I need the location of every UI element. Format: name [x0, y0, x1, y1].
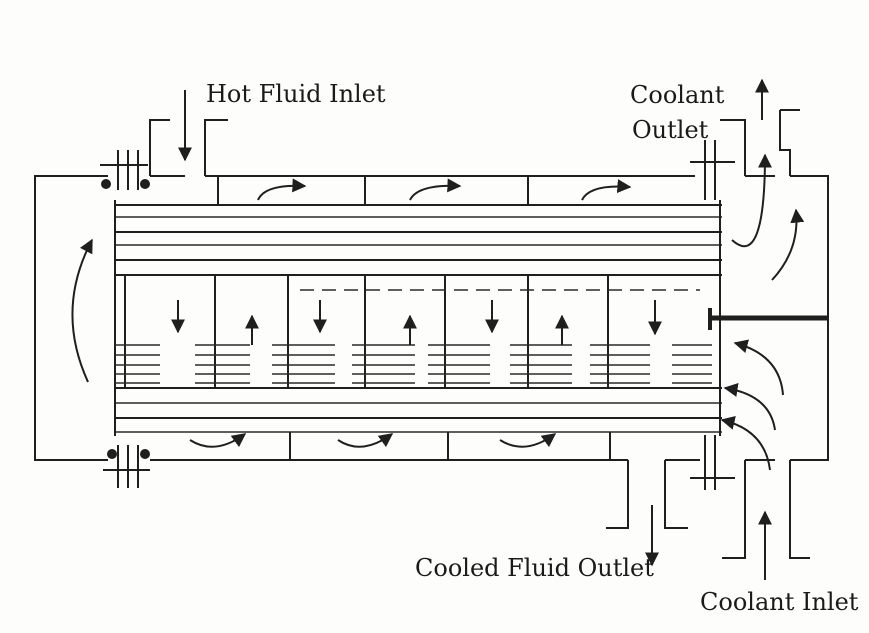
bottom-baffles — [289, 432, 611, 460]
hot-fluid-inlet-label: Hot Fluid Inlet — [206, 80, 386, 108]
right-inlet-arrow — [733, 339, 784, 396]
flow-arrows — [71, 78, 805, 580]
right-up-arrow — [731, 153, 772, 247]
left-return-arrow — [71, 238, 93, 383]
tube-sheets — [114, 200, 721, 436]
top-flow-arrow — [257, 178, 307, 201]
coolant-inlet-label: Coolant Inlet — [700, 588, 859, 616]
middle-tube-stubs — [115, 344, 712, 384]
middle-baffles — [124, 275, 700, 388]
cooled-fluid-outlet-nozzle — [606, 460, 688, 529]
lower-tube-bank — [115, 387, 722, 433]
coolant-outlet-label-line1: Coolant — [630, 81, 725, 109]
top-left-flange — [100, 150, 150, 190]
coolant-outlet-label-line2: Outlet — [632, 116, 709, 144]
bottom-flow-arrow — [189, 433, 247, 448]
bottom-left-flange — [103, 445, 150, 488]
right-up-arrow — [771, 208, 805, 281]
upper-tube-bank — [115, 204, 722, 276]
bottom-flow-arrow — [499, 433, 557, 448]
top-flow-arrow — [409, 178, 462, 201]
cooled-fluid-outlet-label: Cooled Fluid Outlet — [415, 554, 654, 582]
coolant-inlet-nozzle — [722, 460, 810, 559]
hot-fluid-inlet-nozzle — [149, 119, 228, 176]
top-right-flange — [690, 140, 735, 200]
partition-plate — [708, 308, 828, 330]
right-inlet-arrow — [720, 416, 771, 471]
top-flow-arrow — [581, 179, 632, 201]
bottom-flow-arrow — [337, 433, 394, 448]
coolant-outlet-nozzle — [720, 109, 800, 176]
right-inlet-arrow — [723, 383, 776, 431]
bottom-right-flange — [690, 435, 735, 490]
top-baffles — [217, 176, 529, 205]
